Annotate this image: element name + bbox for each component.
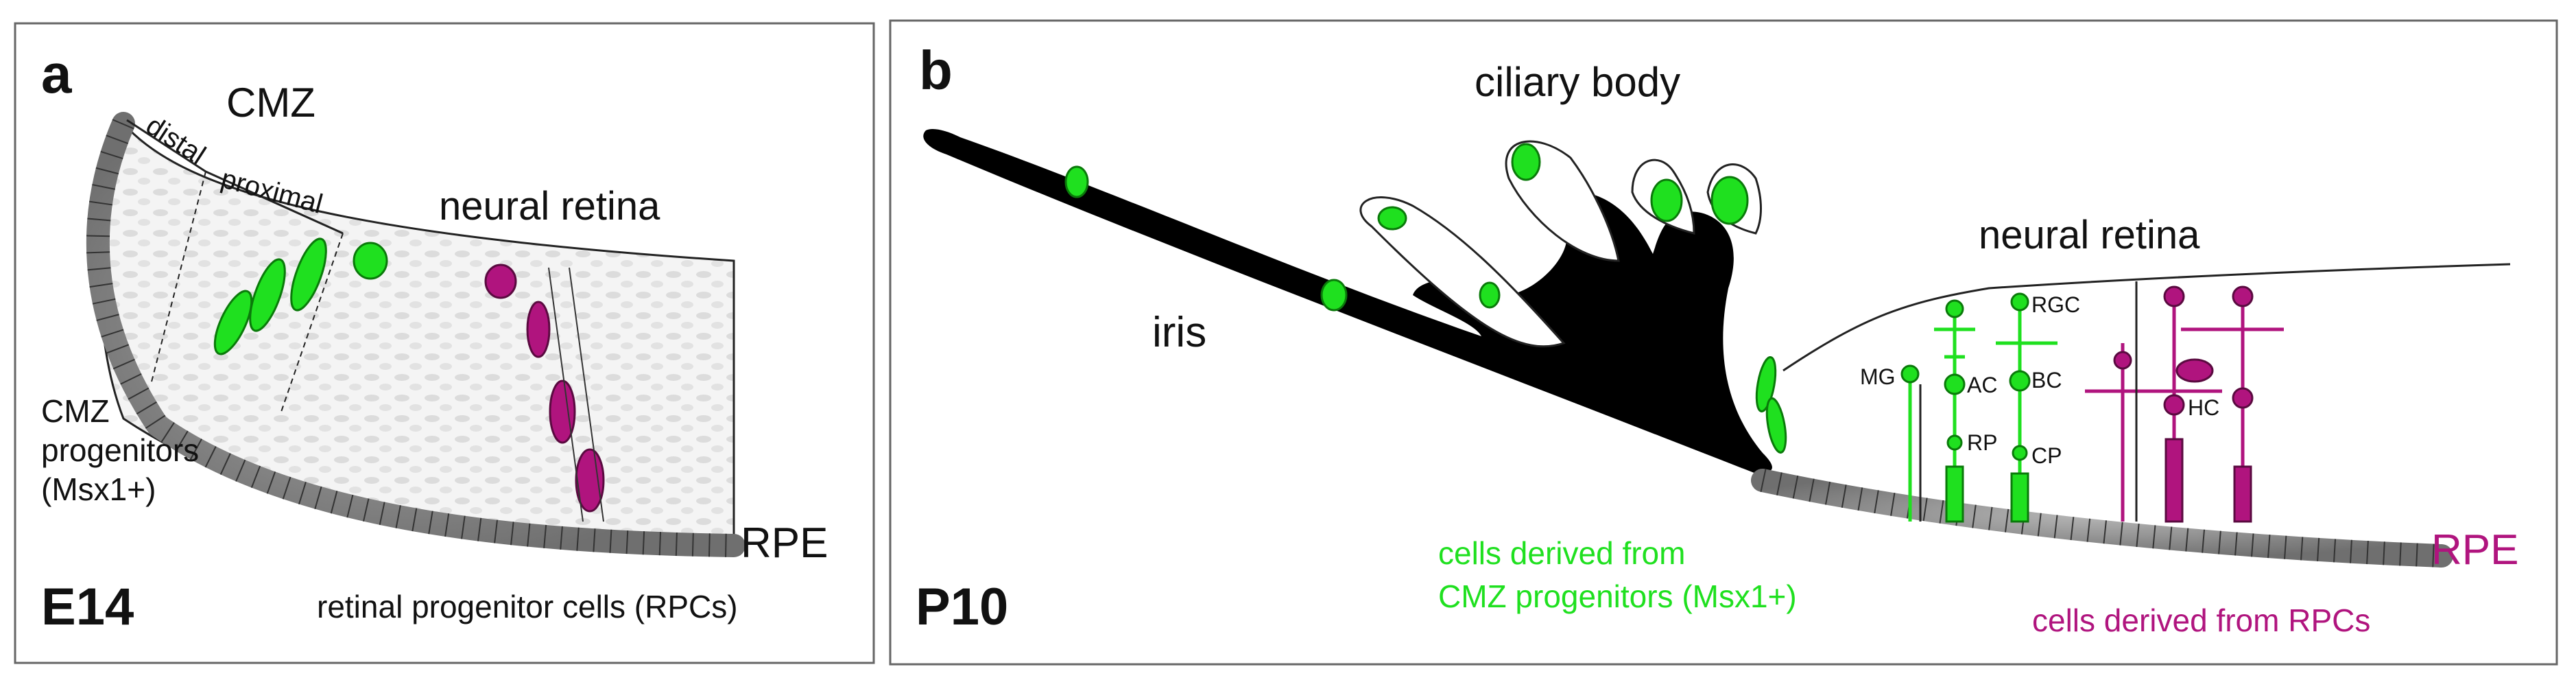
cmz-progenitors-label-2: progenitors (41, 432, 199, 468)
rpe-layer-a (86, 112, 746, 557)
panel-b: b ciliary body iris neural retina RPE P1… (889, 19, 2558, 666)
neural-retina-outline (1782, 263, 2511, 372)
ciliary-fold-1 (1359, 196, 1566, 348)
rpcs-label: retinal progenitor cells (RPCs) (317, 589, 738, 624)
rpe-b-label: RPE (2431, 526, 2518, 574)
age-b-label: P10 (916, 578, 1008, 636)
panel-a: a CMZ distal proximal neural retina CMZ … (14, 22, 875, 664)
layer-axes (1919, 281, 2138, 522)
cmz-derived-cells-b (1064, 143, 1787, 454)
cmz-boundaries (150, 171, 344, 412)
mg-label: MG (1860, 364, 1896, 389)
panel-b-frame (889, 19, 2558, 666)
cmz-derived-label-1: cells derived from (1438, 535, 1685, 571)
rgc-label: RGC (2031, 292, 2080, 317)
cmz-progenitors-label-1: CMZ (41, 393, 110, 429)
magenta-cell-bodies (2113, 285, 2254, 523)
cp-label: CP (2031, 443, 2062, 468)
iris-label: iris (1152, 309, 1206, 356)
radial-lines (548, 267, 604, 522)
neural-retina-a-label: neural retina (439, 184, 660, 229)
ciliary-body-label: ciliary body (1475, 59, 1680, 105)
rpc-derived-label: cells derived from RPCs (2032, 603, 2370, 638)
rpe-layer-b (1751, 469, 2453, 568)
green-cell-bodies (1900, 292, 2031, 523)
cmz-progenitors-label-3: (Msx1+) (41, 471, 156, 507)
neural-retina-b-label: neural retina (1979, 213, 2200, 257)
panel-b-letter: b (919, 40, 953, 101)
panel-a-letter: a (41, 43, 72, 104)
bc-label: BC (2031, 368, 2062, 393)
cmz-derived-label-2: CMZ progenitors (Msx1+) (1438, 578, 1797, 614)
cmz-bracket (126, 119, 344, 235)
ac-label: AC (1967, 373, 1997, 397)
cmz-label: CMZ (226, 80, 315, 126)
rp-label: RP (1967, 430, 1997, 455)
age-a-label: E14 (41, 578, 134, 636)
rpc-cells-a (484, 264, 605, 513)
hc-label: HC (2188, 395, 2219, 420)
cmz-progenitor-cells-a (213, 237, 388, 355)
rpe-a-label: RPE (741, 519, 828, 567)
